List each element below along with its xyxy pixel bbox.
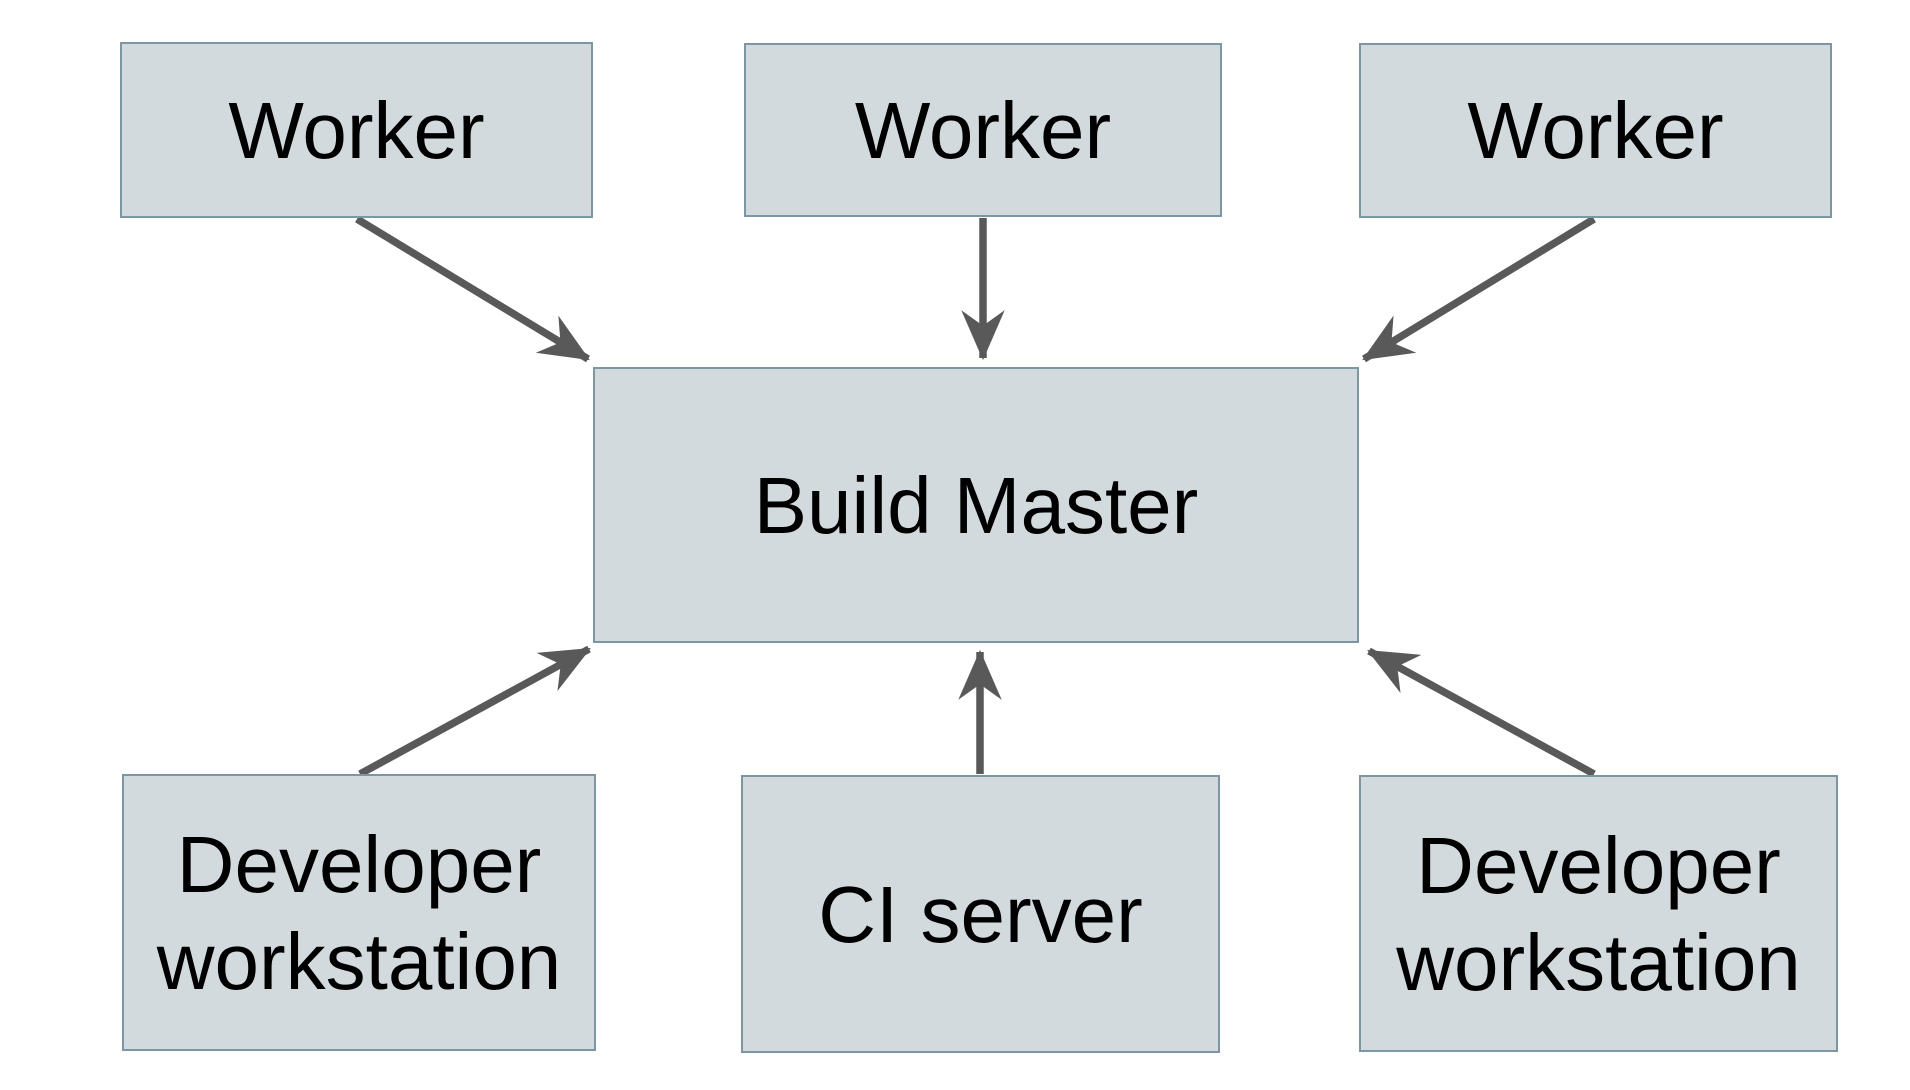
- node-developer-workstation-right-label: Developer workstation: [1396, 820, 1801, 1007]
- edge-developer-workstation-right-to-build-master: [1367, 647, 1596, 778]
- node-build-master-label: Build Master: [753, 460, 1199, 550]
- edge-worker-1-to-build-master: [355, 215, 590, 363]
- node-worker-1-label: Worker: [228, 85, 485, 175]
- node-ci-server-label: CI server: [818, 869, 1143, 959]
- edge-worker-3-to-build-master: [1362, 215, 1596, 363]
- node-ci-server: CI server: [741, 775, 1220, 1053]
- node-developer-workstation-right: Developer workstation: [1359, 775, 1838, 1052]
- node-worker-2-label: Worker: [854, 85, 1112, 175]
- node-developer-workstation-left-label: Developer workstation: [156, 819, 562, 1006]
- edge-developer-workstation-left-to-build-master: [358, 645, 591, 778]
- node-developer-workstation-left: Developer workstation: [122, 774, 596, 1051]
- node-build-master: Build Master: [593, 367, 1359, 643]
- node-worker-3: Worker: [1359, 43, 1832, 218]
- node-worker-2: Worker: [744, 43, 1222, 217]
- node-worker-3-label: Worker: [1467, 86, 1724, 175]
- node-worker-1: Worker: [120, 42, 593, 218]
